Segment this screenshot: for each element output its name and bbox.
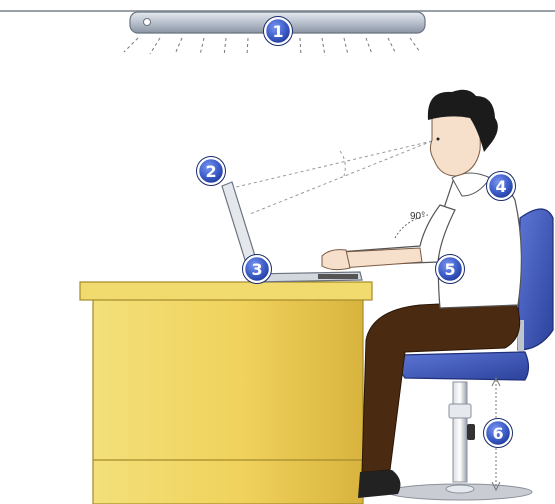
marker-6: 6 [484,419,513,448]
marker-2-label: 2 [205,162,216,181]
marker-6-label: 6 [492,424,503,443]
marker-3-label: 3 [251,260,262,279]
angle-label: 90° [410,211,425,222]
marker-1: 1 [264,17,293,46]
marker-5-label: 5 [444,260,455,279]
marker-2: 2 [197,157,226,186]
elbow-angle: 90° [395,211,428,238]
marker-4: 4 [487,172,516,201]
desk [80,282,372,504]
marker-1-label: 1 [272,22,283,41]
marker-4-label: 4 [495,177,506,196]
marker-5: 5 [436,255,465,284]
marker-3: 3 [243,255,272,284]
sight-lines [232,141,432,214]
